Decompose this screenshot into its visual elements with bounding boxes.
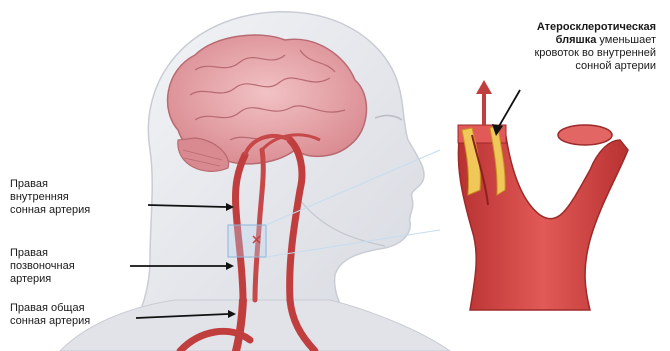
label-common-carotid: Правая общая сонная артерия [10, 302, 90, 328]
callout-bold-word: бляшка [556, 34, 597, 46]
plaque-callout: Атеросклеротическая бляшка уменьшает кро… [472, 21, 656, 73]
label-line: позвоночная [10, 260, 75, 273]
callout-line: сонной артерии [472, 60, 656, 73]
label-internal-carotid: Правая внутренняя сонная артерия [10, 178, 90, 217]
callout-line: кровоток во внутренней [472, 47, 656, 60]
label-line: внутренняя [10, 191, 90, 204]
brain [168, 35, 367, 171]
label-line: артерия [10, 273, 75, 286]
label-line: Правая общая [10, 302, 90, 315]
label-vertebral: Правая позвоночная артерия [10, 247, 75, 286]
label-line: сонная артерия [10, 204, 90, 217]
artery-inset [458, 80, 628, 310]
label-line: Правая [10, 247, 75, 260]
callout-line: Атеросклеротическая [537, 21, 656, 33]
label-line: Правая [10, 178, 90, 191]
callout-line: уменьшает [596, 34, 656, 46]
label-line: сонная артерия [10, 315, 90, 328]
